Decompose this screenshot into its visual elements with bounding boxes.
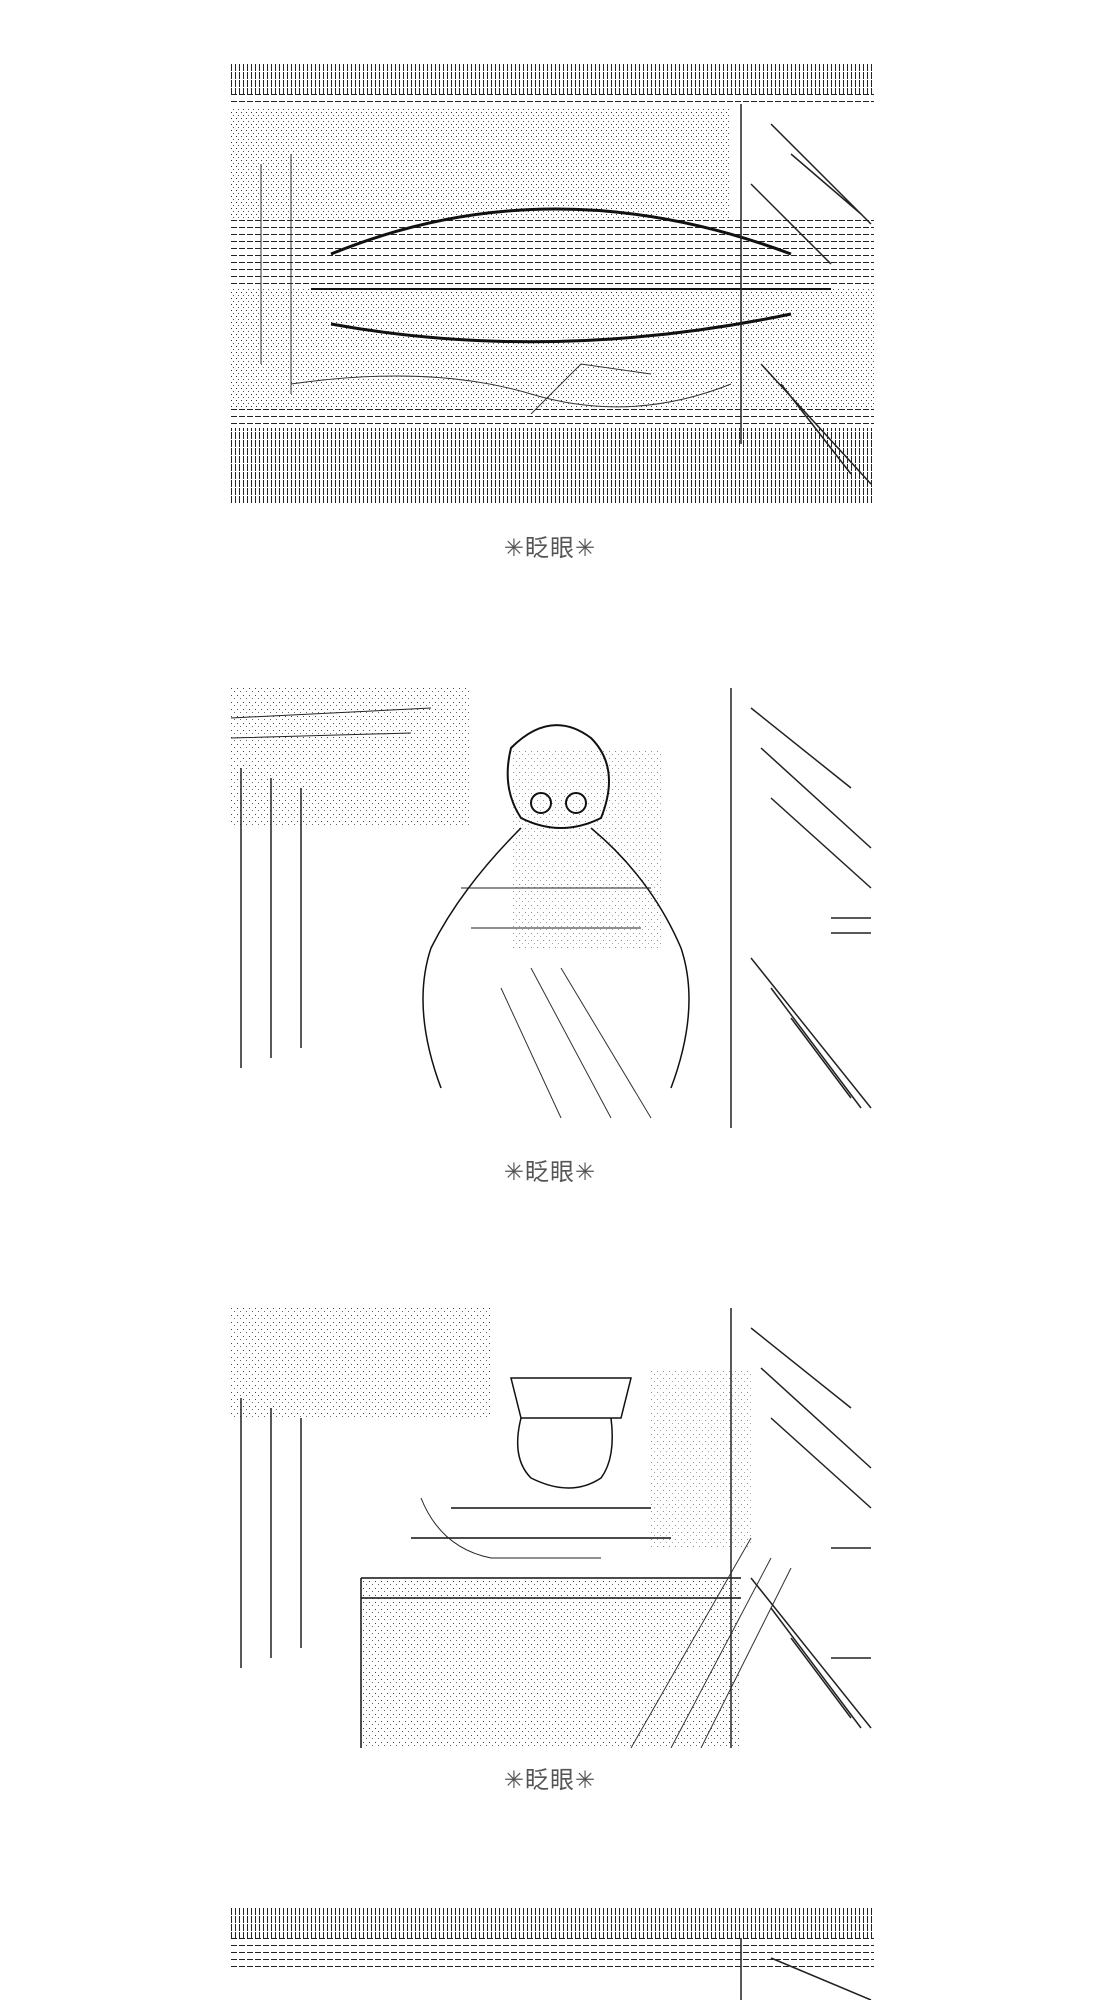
caption-1: ✳眨眼✳ bbox=[503, 534, 597, 562]
ascii-art-illustration bbox=[231, 1308, 872, 1748]
caption-2: ✳眨眼✳ bbox=[503, 1158, 597, 1186]
ascii-art-illustration bbox=[231, 688, 872, 1128]
ascii-art-panel-1 bbox=[231, 64, 874, 504]
ascii-art-panel-3 bbox=[231, 1308, 874, 1748]
ascii-art-illustration bbox=[231, 1908, 874, 2000]
ascii-art-panel-4 bbox=[231, 1908, 874, 2000]
caption-3: ✳眨眼✳ bbox=[503, 1766, 597, 1794]
ascii-art-panel-2 bbox=[231, 688, 874, 1128]
ascii-art-illustration bbox=[231, 64, 874, 504]
